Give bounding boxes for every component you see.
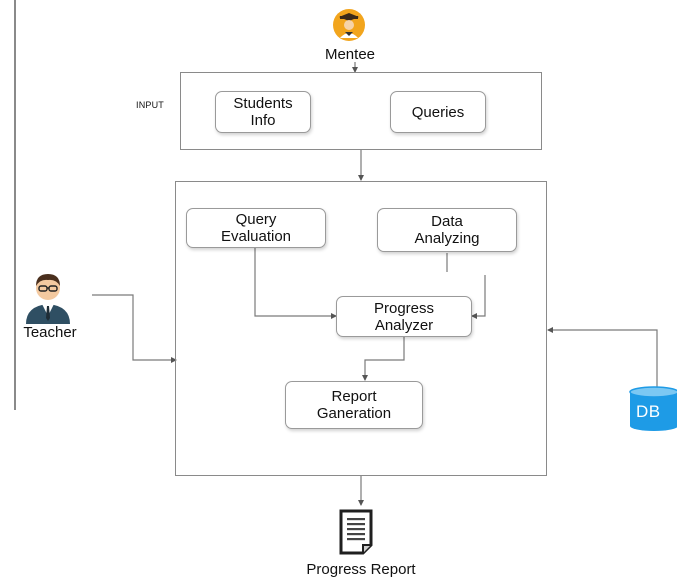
document-icon (337, 509, 381, 555)
input-label: INPUT (136, 100, 164, 110)
mentee-label: Mentee (324, 46, 376, 63)
progress-analyzer-node: Progress Analyzer (336, 296, 472, 337)
teacher-to-process-arrow (92, 294, 177, 363)
analyzer-to-report-arrow (362, 337, 405, 381)
query-to-analyzer-arrow (254, 248, 337, 319)
left-margin-rule (14, 0, 16, 410)
teacher-label: Teacher (23, 324, 77, 341)
database-label: DB (636, 402, 661, 421)
students-info-node: Students Info (215, 91, 311, 133)
progress-report-label: Progress Report (306, 561, 416, 578)
queries-node: Queries (390, 91, 486, 133)
data-to-analyzer-arrow (471, 275, 486, 319)
teacher-avatar-icon (20, 268, 76, 324)
db-to-process-arrow (547, 327, 658, 388)
process-frame (175, 181, 547, 476)
report-generation-node: Report Ganeration (285, 381, 423, 429)
database-icon (629, 386, 677, 432)
data-analyzing-node: Data Analyzing (377, 208, 517, 252)
student-avatar-icon (332, 8, 366, 42)
query-evaluation-node: Query Evaluation (186, 208, 326, 248)
